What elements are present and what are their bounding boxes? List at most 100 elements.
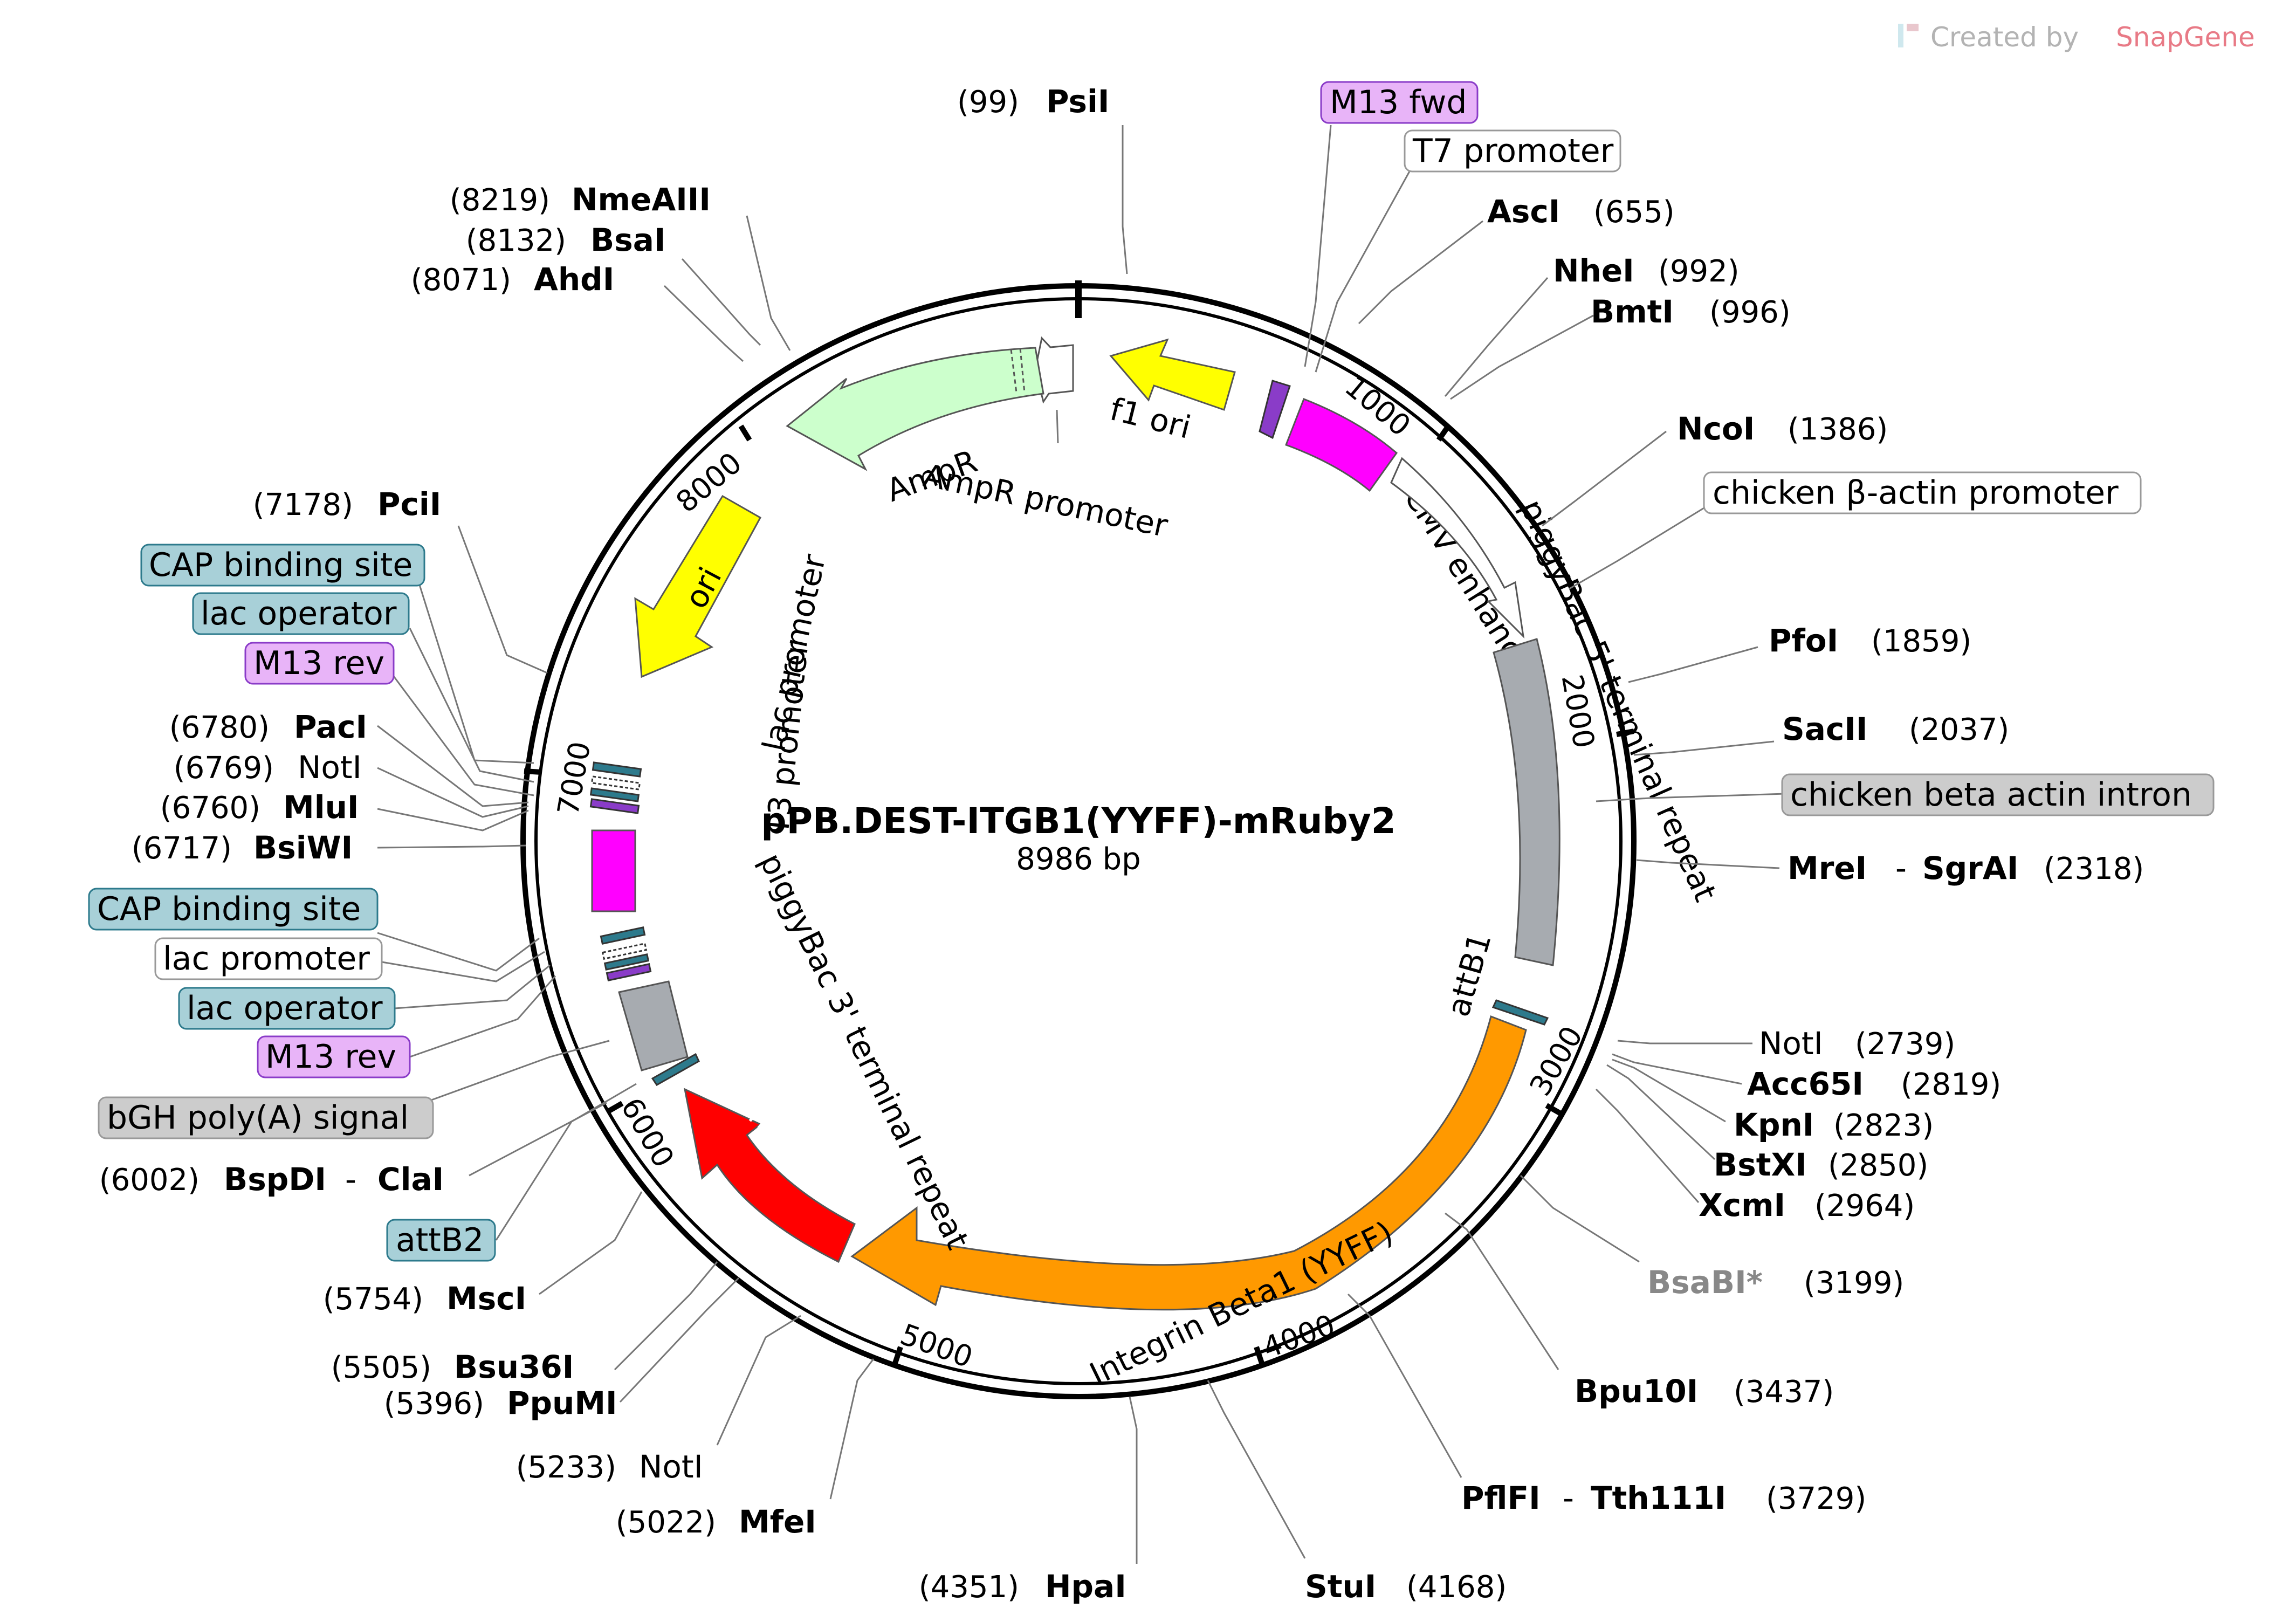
feature-piggybac-3[interactable] bbox=[591, 829, 636, 912]
enzyme-acc65I[interactable]: Acc65I bbox=[1747, 1066, 1864, 1102]
feature-lac-promoter-2[interactable] bbox=[601, 943, 648, 960]
enzyme-psiI[interactable]: PsiI bbox=[1046, 83, 1109, 120]
callout-lac-prom-2-box[interactable] bbox=[154, 937, 383, 980]
leader-pciI bbox=[457, 525, 548, 674]
tick-7000 bbox=[524, 768, 542, 775]
callout-cap-2: CAP binding site bbox=[97, 890, 361, 928]
enzyme-ncoI[interactable]: NcoI bbox=[1677, 410, 1755, 447]
callout-cap-1: CAP binding site bbox=[149, 546, 413, 584]
callout-m13-rev-2: M13 rev bbox=[265, 1038, 396, 1076]
feature-mruby2[interactable] bbox=[683, 1088, 856, 1263]
created-by-text: Created by bbox=[1930, 22, 2079, 53]
leader-pflFI bbox=[1347, 1293, 1462, 1478]
feature-integrin-beta1[interactable] bbox=[850, 1015, 1527, 1311]
feature-m13-rev-1[interactable] bbox=[589, 798, 640, 814]
enzyme-nheI[interactable]: NheI bbox=[1553, 252, 1634, 289]
enzyme-pos-mscI: (5754) bbox=[323, 1282, 423, 1317]
tick-3000 bbox=[1545, 1103, 1563, 1117]
enzyme-bmtI[interactable]: BmtI bbox=[1591, 293, 1674, 330]
enzyme-pos-nmeAIII: (8219) bbox=[450, 183, 550, 218]
feature-bgh-polya[interactable] bbox=[618, 980, 689, 1071]
feature-attB1[interactable] bbox=[1491, 999, 1549, 1026]
callout-cap-1-box[interactable] bbox=[140, 544, 425, 587]
enzyme-pos-pfoI: (1859) bbox=[1871, 624, 1971, 659]
enzyme-bpu10I[interactable]: Bpu10I bbox=[1575, 1373, 1698, 1410]
enzyme-notI-6769[interactable]: NotI bbox=[298, 749, 362, 786]
enzyme-notI-2739[interactable]: NotI bbox=[1759, 1025, 1823, 1062]
feature-cap-site-1[interactable] bbox=[592, 761, 642, 778]
enzyme-claI[interactable]: ClaI bbox=[377, 1161, 444, 1198]
callout-t7: T7 promoter bbox=[1412, 132, 1614, 170]
leader-ahdI bbox=[663, 285, 744, 362]
callout-t7-box[interactable] bbox=[1404, 129, 1621, 173]
enzyme-ppuMI[interactable]: PpuMI bbox=[507, 1385, 617, 1421]
feature-lac-promoter-1[interactable] bbox=[590, 775, 641, 791]
callout-m13-rev-1-box[interactable] bbox=[244, 642, 395, 685]
plasmid-name: pPB.DEST-ITGB1(YYFF)-mRuby2 bbox=[761, 800, 1396, 842]
callout-bgh-box[interactable] bbox=[98, 1096, 434, 1139]
callout-actin-intron-box[interactable] bbox=[1781, 773, 2215, 816]
enzyme-mreI[interactable]: MreI bbox=[1788, 850, 1867, 886]
enzyme-pos-bsaI: (8132) bbox=[466, 223, 566, 258]
leader-mluI bbox=[377, 808, 529, 831]
feature-lac-operator-1[interactable] bbox=[589, 787, 640, 802]
enzyme-sacII[interactable]: SacII bbox=[1782, 711, 1867, 747]
callout-actin-promoter-box[interactable] bbox=[1703, 471, 2142, 514]
feature-m13-fwd-marker[interactable] bbox=[1259, 380, 1291, 439]
enzyme-pciI[interactable]: PciI bbox=[377, 486, 441, 523]
enzyme-pflFI[interactable]: PflFI bbox=[1461, 1480, 1541, 1516]
enzyme-bsu36I[interactable]: Bsu36I bbox=[454, 1349, 574, 1385]
callout-m13-fwd-box[interactable] bbox=[1320, 81, 1479, 124]
feature-cap-site-2[interactable] bbox=[600, 926, 646, 945]
enzyme-xcmI[interactable]: XcmI bbox=[1699, 1187, 1785, 1224]
leader-ncoI bbox=[1542, 430, 1667, 527]
feature-lac-operator-2[interactable] bbox=[603, 953, 650, 971]
feature-ampr[interactable] bbox=[786, 347, 1044, 471]
enzyme-bsiWI[interactable]: BsiWI bbox=[253, 829, 353, 866]
enzyme-mfeI[interactable]: MfeI bbox=[739, 1503, 816, 1540]
feature-m13-rev-2[interactable] bbox=[606, 963, 652, 981]
feature-ori[interactable] bbox=[634, 494, 762, 678]
enzyme-mluI[interactable]: MluI bbox=[283, 789, 359, 826]
enzyme-ahdI[interactable]: AhdI bbox=[534, 261, 614, 298]
enzyme-bsaI[interactable]: BsaI bbox=[590, 222, 665, 258]
enzyme-kpnI[interactable]: KpnI bbox=[1734, 1106, 1814, 1143]
enzyme-pos-xcmI: (2964) bbox=[1814, 1188, 1915, 1224]
callout-m13-rev-2-box[interactable] bbox=[257, 1035, 411, 1078]
enzyme-pfoI[interactable]: PfoI bbox=[1769, 622, 1838, 659]
tick-2000 bbox=[1616, 728, 1634, 737]
tick-1000 bbox=[1436, 424, 1451, 442]
leader-pacI bbox=[377, 725, 529, 807]
enzyme-pos-notI-6769: (6769) bbox=[174, 751, 274, 786]
feature-cmv-enhancer[interactable] bbox=[1285, 398, 1398, 492]
enzyme-bstXI[interactable]: BstXI bbox=[1714, 1146, 1807, 1183]
enzyme-sgrAI[interactable]: SgrAI bbox=[1922, 850, 2018, 886]
enzyme-bsaBI[interactable]: BsaBI* bbox=[1647, 1264, 1763, 1301]
callout-attB2-box[interactable] bbox=[386, 1219, 496, 1262]
enzyme-pacI[interactable]: PacI bbox=[294, 709, 367, 745]
feature-attB2[interactable] bbox=[651, 1053, 700, 1086]
leader-stuI bbox=[1207, 1380, 1306, 1559]
leader-attB2 bbox=[495, 1083, 637, 1241]
feature-piggybac-5[interactable] bbox=[1390, 457, 1525, 639]
callout-cap-2-box[interactable] bbox=[88, 888, 379, 931]
enzyme-mscI[interactable]: MscI bbox=[446, 1280, 526, 1317]
enzyme-nmeAIII[interactable]: NmeAIII bbox=[572, 181, 711, 218]
enzyme-pos-bsu36I: (5505) bbox=[331, 1350, 431, 1385]
enzyme-ascI[interactable]: AscI bbox=[1487, 193, 1560, 230]
leader-mscI bbox=[539, 1191, 643, 1295]
feature-chicken-actin-intron[interactable] bbox=[1493, 638, 1561, 966]
enzyme-stuI[interactable]: StuI bbox=[1305, 1568, 1376, 1605]
enzyme-notI-5233[interactable]: NotI bbox=[639, 1448, 703, 1485]
feature-f1-ori[interactable] bbox=[1109, 338, 1236, 411]
callout-lac-op-1-box[interactable] bbox=[192, 592, 410, 635]
feature-callouts: M13 fwd T7 promoter chicken β-actin prom… bbox=[88, 81, 2215, 1262]
enzyme-hpaI[interactable]: HpaI bbox=[1045, 1568, 1126, 1605]
snapgene-logo-icon bbox=[1898, 24, 1903, 47]
enzyme-pos-pciI: (7178) bbox=[253, 487, 353, 523]
plasmid-length: 8986 bp bbox=[1016, 842, 1140, 877]
enzyme-tth111I[interactable]: Tth111I bbox=[1591, 1480, 1726, 1516]
callout-bgh: bGH poly(A) signal bbox=[107, 1099, 409, 1137]
callout-lac-op-2-box[interactable] bbox=[178, 987, 396, 1030]
enzyme-bspDI[interactable]: BspDI bbox=[224, 1161, 326, 1198]
